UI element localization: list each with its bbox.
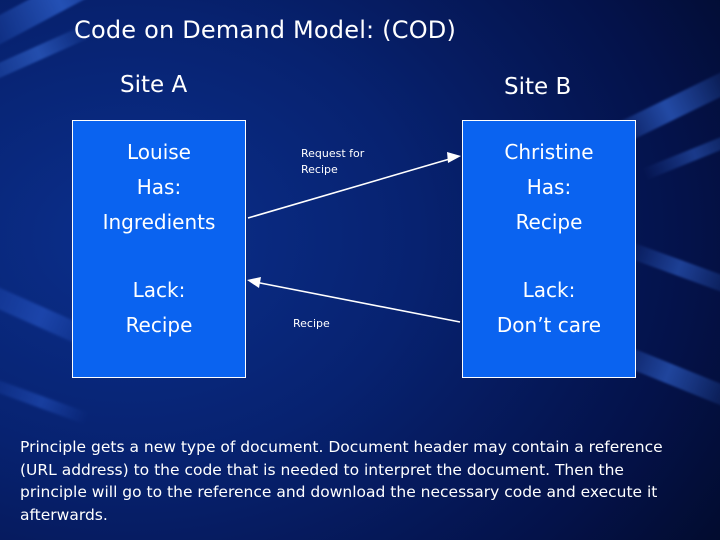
recipe-arrow-label: Recipe xyxy=(293,317,330,330)
decorative-streak xyxy=(0,371,89,425)
slide-title: Code on Demand Model: (COD) xyxy=(74,16,457,44)
site-b-label: Site B xyxy=(504,74,572,100)
recipe-arrow-icon xyxy=(247,277,461,323)
slide-body-text: Principle gets a new type of document. D… xyxy=(20,438,663,524)
decorative-streak xyxy=(642,123,720,181)
site-b-lack-text: Lack:Don’t care xyxy=(496,278,602,337)
decorative-streak xyxy=(621,240,720,300)
site-a-lack-text: Lack:Recipe xyxy=(125,278,193,337)
site-a-label: Site A xyxy=(120,72,188,98)
